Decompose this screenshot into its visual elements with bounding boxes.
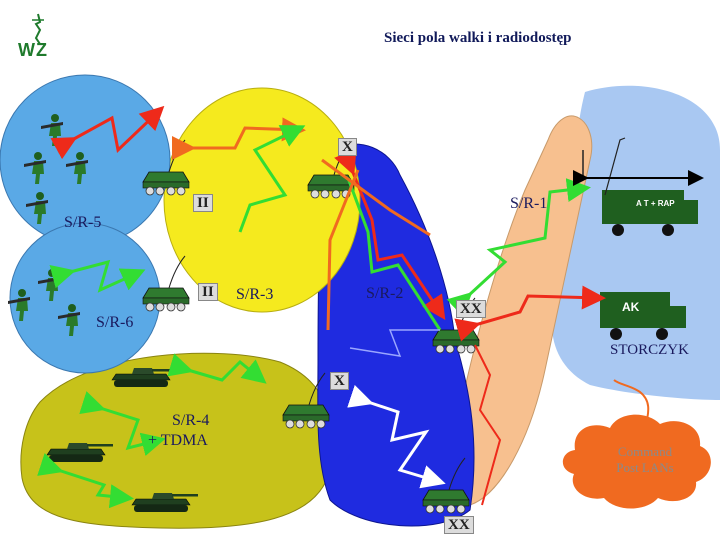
green-link-sr4 — [79, 391, 166, 457]
green-link-x-to-xx — [346, 177, 442, 331]
label-sr4-line1: S/R-4 — [172, 412, 210, 429]
blue-zone-lower — [9, 222, 161, 374]
green-link-sr3 — [238, 125, 306, 233]
truck-lower-label: AK — [622, 300, 640, 314]
command-post-line1: Command — [617, 444, 673, 459]
label-sr2: S/R-2 — [366, 285, 404, 302]
vz-logo — [32, 13, 44, 45]
unit-marker-ii-lower: II — [198, 283, 218, 301]
red-link-sr5 — [50, 105, 165, 160]
unit-marker-ii-upper: II — [193, 194, 213, 212]
green-link-sr6 — [49, 259, 146, 293]
orange-link-ii — [172, 117, 306, 160]
thin-zone-line — [349, 329, 440, 357]
truck-upper-label: A T + RAP — [636, 199, 675, 208]
command-post-link — [613, 379, 650, 429]
label-sr1: S/R-1 — [510, 195, 548, 212]
unit-marker-xx-mid: XX — [456, 300, 486, 318]
unit-marker-x-lower: X — [330, 372, 349, 390]
truck-upper-icon — [602, 137, 698, 236]
green-link-tank — [167, 353, 267, 384]
label-sr6: S/R-6 — [96, 314, 134, 331]
command-post-line2: Post LANs — [616, 460, 674, 475]
unit-marker-x-top: X — [338, 138, 357, 156]
command-post-shape — [562, 414, 711, 509]
label-storczyk: STORCZYK — [610, 342, 689, 358]
orange-link-blue — [326, 169, 360, 331]
red-link-x-to-xx — [334, 148, 446, 320]
red-link-vertical — [474, 344, 502, 506]
unit-marker-xx-bottom: XX — [444, 516, 474, 534]
red-link-ak — [454, 285, 606, 342]
label-sr4-line2: + TDMA — [148, 432, 208, 449]
truck-lower-icon — [600, 292, 686, 340]
label-sr3: S/R-3 — [236, 286, 274, 303]
command-post-label: Command Post LANs — [600, 444, 690, 476]
green-link-sr1 — [446, 178, 591, 318]
label-sr5: S/R-5 — [64, 214, 102, 231]
page-title: Sieci pola walki i radiodostęp — [384, 30, 572, 46]
logo-text: WZ — [18, 40, 48, 60]
orange-link-zone — [321, 158, 431, 237]
green-link-sr4-lower — [37, 453, 134, 509]
white-link-lower — [347, 384, 446, 489]
